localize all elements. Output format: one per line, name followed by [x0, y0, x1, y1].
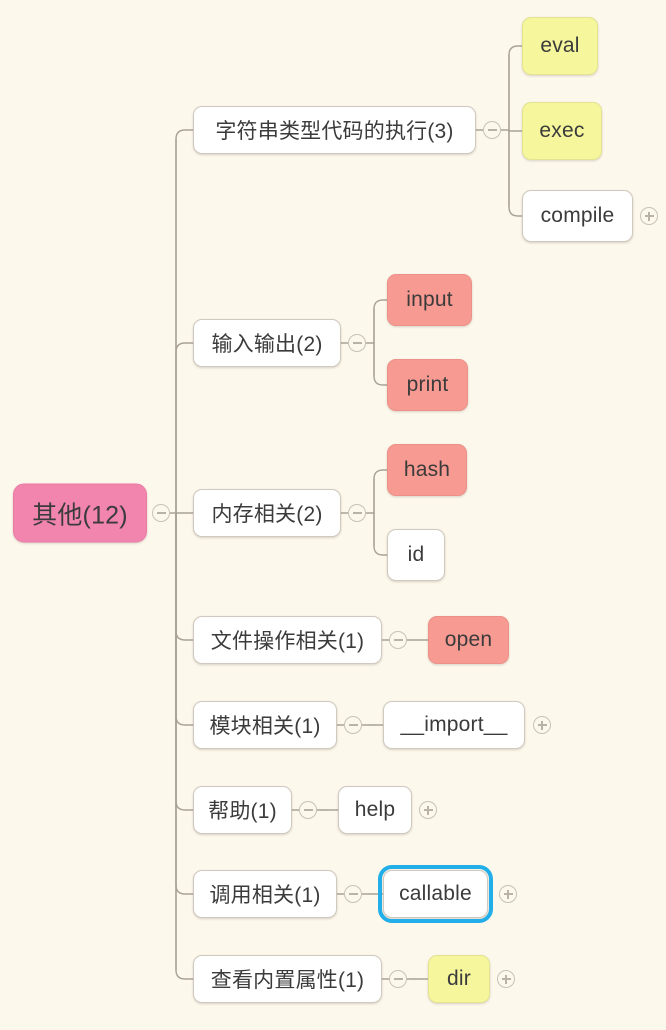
branch-node-2[interactable]: 输入输出(2) — [193, 319, 341, 367]
leaf-callable-expand-icon[interactable] — [499, 885, 517, 903]
branch-node-8[interactable]: 查看内置属性(1) — [193, 955, 382, 1003]
leaf-node-exec[interactable]: exec — [522, 102, 602, 160]
leaf-node-import[interactable]: __import__ — [383, 701, 525, 749]
branch-2-collapse-icon[interactable] — [348, 334, 366, 352]
branch-node-5[interactable]: 模块相关(1) — [193, 701, 337, 749]
leaf-node-dir[interactable]: dir — [428, 955, 490, 1003]
leaf-import-expand-icon[interactable] — [533, 716, 551, 734]
leaf-node-hash[interactable]: hash — [387, 444, 467, 496]
branch-node-7[interactable]: 调用相关(1) — [193, 870, 337, 918]
leaf-node-id[interactable]: id — [387, 529, 445, 581]
leaf-node-input[interactable]: input — [387, 274, 472, 326]
branch-8-collapse-icon[interactable] — [389, 970, 407, 988]
branch-node-6[interactable]: 帮助(1) — [193, 786, 292, 834]
branch-5-collapse-icon[interactable] — [344, 716, 362, 734]
root-collapse-icon[interactable] — [152, 504, 170, 522]
leaf-node-callable[interactable]: callable — [378, 865, 493, 923]
leaf-compile-expand-icon[interactable] — [640, 207, 658, 225]
leaf-node-print[interactable]: print — [387, 359, 468, 411]
branch-3-collapse-icon[interactable] — [348, 504, 366, 522]
branch-4-collapse-icon[interactable] — [389, 631, 407, 649]
leaf-help-expand-icon[interactable] — [419, 801, 437, 819]
leaf-node-help[interactable]: help — [338, 786, 412, 834]
branch-node-4[interactable]: 文件操作相关(1) — [193, 616, 382, 664]
leaf-node-open[interactable]: open — [428, 616, 509, 664]
branch-6-collapse-icon[interactable] — [299, 801, 317, 819]
branch-7-collapse-icon[interactable] — [344, 885, 362, 903]
leaf-node-compile[interactable]: compile — [522, 190, 633, 242]
branch-1-collapse-icon[interactable] — [483, 121, 501, 139]
branch-node-1[interactable]: 字符串类型代码的执行(3) — [193, 106, 476, 154]
leaf-dir-expand-icon[interactable] — [497, 970, 515, 988]
leaf-node-eval[interactable]: eval — [522, 17, 598, 75]
branch-node-3[interactable]: 内存相关(2) — [193, 489, 341, 537]
root-node[interactable]: 其他(12) — [13, 483, 147, 543]
